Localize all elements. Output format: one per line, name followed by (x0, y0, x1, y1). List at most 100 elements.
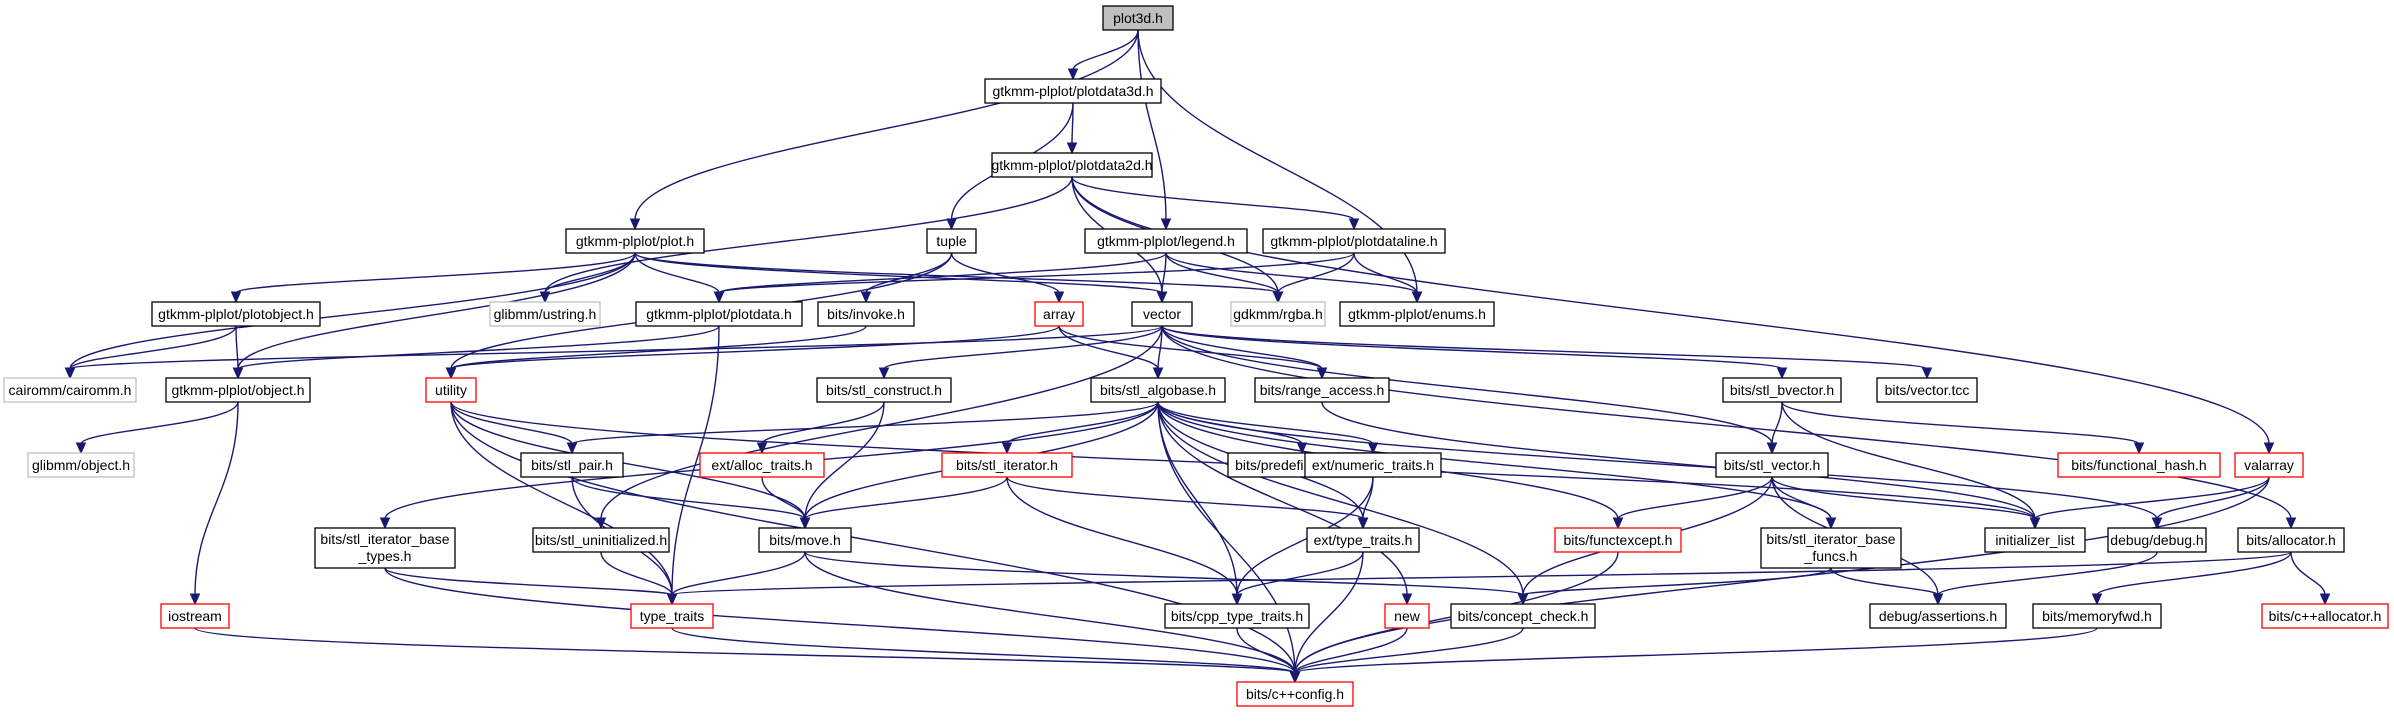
edge-line (1161, 325, 2292, 520)
node-plotdataline[interactable]: gtkmm-plplot/plotdataline.h (1262, 228, 1446, 254)
edge-arrowhead (379, 517, 391, 530)
node-label: bits/cpp_type_traits.h (1171, 608, 1303, 624)
edge-invoke-to-utility (445, 325, 867, 380)
node-enums[interactable]: gtkmm-plplot/enums.h (1339, 301, 1495, 327)
edge-arrowhead (666, 593, 678, 606)
edge-line (1058, 325, 1159, 370)
node-cpp_allocator[interactable]: bits/c++allocator.h (2261, 603, 2389, 629)
node-plotobject[interactable]: gtkmm-plplot/plotobject.h (151, 301, 321, 327)
node-valarray[interactable]: valarray (2234, 452, 2304, 478)
edge-arrowhead (566, 442, 578, 455)
node-rgba[interactable]: gdkmm/rgba.h (1230, 301, 1326, 327)
edge-stl_algobase-to-stl_iterator (1001, 401, 1159, 455)
node-type_traits_ext[interactable]: ext/type_traits.h (1306, 527, 1420, 553)
edge-concept_check-to-cxxconfig (1289, 627, 1524, 684)
node-alloc_traits[interactable]: ext/alloc_traits.h (699, 452, 825, 478)
node-utility[interactable]: utility (425, 377, 477, 403)
edge-line (235, 325, 239, 370)
node-plotdata[interactable]: gtkmm-plplot/plotdata.h (635, 301, 803, 327)
node-label: gtkmm-plplot/plotdataline.h (1270, 233, 1437, 249)
edge-valarray-to-debug_debug (2151, 476, 2270, 530)
edge-arrowhead (2133, 442, 2145, 455)
edge-vector-to-allocator (1161, 325, 2297, 530)
node-box (1760, 527, 1902, 569)
node-box (1554, 527, 1682, 553)
edge-plotdata2d-to-plotdataline (1071, 176, 1360, 231)
node-iostream[interactable]: iostream (160, 603, 230, 629)
node-box (758, 527, 852, 553)
node-assertions[interactable]: debug/assertions.h (1869, 603, 2007, 629)
node-stl_vector[interactable]: bits/stl_vector.h (1715, 452, 1829, 478)
node-label: bits/invoke.h (827, 306, 905, 322)
node-label: bits/range_access.h (1260, 382, 1385, 398)
edge-line (544, 252, 636, 294)
node-stl_iterator[interactable]: bits/stl_iterator.h (941, 452, 1073, 478)
node-range_access[interactable]: bits/range_access.h (1254, 377, 1390, 403)
edge-vector-to-stl_bvector (1161, 325, 1788, 380)
node-stl_bvector[interactable]: bits/stl_bvector.h (1722, 377, 1842, 403)
edge-line (1781, 401, 2036, 520)
edge-line (671, 325, 720, 596)
node-box (565, 228, 705, 254)
node-plot3d[interactable]: plot3d.h (1102, 5, 1174, 31)
node-ustring[interactable]: glibmm/ustring.h (489, 301, 601, 327)
node-cxxconfig[interactable]: bits/c++config.h (1236, 681, 1354, 707)
edge-numeric_traits-to-type_traits_ext (1357, 476, 1374, 530)
node-label: gdkmm/rgba.h (1233, 306, 1322, 322)
node-plotdata2d[interactable]: gtkmm-plplot/plotdata2d.h (991, 152, 1153, 178)
node-iter_base_funcs[interactable]: bits/stl_iterator_base_funcs.h (1760, 527, 1902, 569)
node-label: bits/stl_iterator_base_types.h (320, 531, 449, 564)
node-plotdata3d[interactable]: gtkmm-plplot/plotdata3d.h (984, 78, 1162, 104)
node-type_traits[interactable]: type_traits (630, 603, 714, 629)
edge-line (69, 325, 1163, 370)
node-allocator[interactable]: bits/allocator.h (2237, 527, 2345, 553)
node-numeric_traits[interactable]: ext/numeric_traits.h (1304, 452, 1442, 478)
edge-arrowhead (445, 367, 457, 380)
node-plot[interactable]: gtkmm-plplot/plot.h (565, 228, 705, 254)
node-vector_tcc[interactable]: bits/vector.tcc (1876, 377, 1978, 403)
node-cairomm[interactable]: cairomm/cairomm.h (3, 377, 137, 403)
edge-line (671, 627, 1296, 674)
node-array[interactable]: array (1034, 301, 1084, 327)
node-invoke[interactable]: bits/invoke.h (817, 301, 915, 327)
node-cpp_type_traits[interactable]: bits/cpp_type_traits.h (1164, 603, 1310, 629)
edge-arrowhead (799, 517, 811, 530)
node-memoryfwd[interactable]: bits/memoryfwd.h (2032, 603, 2162, 629)
node-stl_uninitialized[interactable]: bits/stl_uninitialized.h (532, 527, 670, 553)
node-move[interactable]: bits/move.h (758, 527, 852, 553)
node-legend[interactable]: gtkmm-plplot/legend.h (1084, 228, 1248, 254)
node-stl_pair[interactable]: bits/stl_pair.h (520, 452, 624, 478)
node-glib_object[interactable]: glibmm/object.h (27, 452, 135, 478)
edge-arrowhead (1921, 367, 1933, 380)
node-box (1450, 603, 1596, 629)
node-functional_hash[interactable]: bits/functional_hash.h (2057, 452, 2221, 478)
node-label: new (1394, 608, 1421, 624)
node-tuple[interactable]: tuple (926, 228, 977, 254)
edge-legend-to-vector (1156, 252, 1168, 304)
node-vector[interactable]: vector (1131, 301, 1193, 327)
node-iter_base_types[interactable]: bits/stl_iterator_base_types.h (314, 527, 456, 569)
node-label: gtkmm-plplot/plotobject.h (158, 306, 314, 322)
node-box (1131, 301, 1193, 327)
node-debug_debug[interactable]: debug/debug.h (2107, 527, 2207, 553)
edge-arrowhead (189, 593, 201, 606)
node-stl_algobase[interactable]: bits/stl_algobase.h (1090, 377, 1226, 403)
edge-legend-to-rgba (1165, 252, 1284, 304)
node-new[interactable]: new (1384, 603, 1430, 629)
node-stl_construct[interactable]: bits/stl_construct.h (816, 377, 952, 403)
edge-line (194, 627, 1296, 674)
node-concept_check[interactable]: bits/concept_check.h (1450, 603, 1596, 629)
node-initializer_list[interactable]: initializer_list (1984, 527, 2086, 553)
edge-line (450, 325, 1060, 370)
node-box (635, 301, 803, 327)
edge-line (1277, 252, 1355, 294)
node-label: bits/stl_construct.h (826, 382, 942, 398)
edge-line (1236, 476, 1374, 596)
edge-arrowhead (75, 442, 87, 455)
edge-line (1157, 401, 2158, 520)
node-functexcept[interactable]: bits/functexcept.h (1554, 527, 1682, 553)
node-box (926, 228, 977, 254)
node-label: gtkmm-plplot/object.h (171, 382, 304, 398)
edge-plot3d-to-plotdata3d (1067, 29, 1139, 81)
node-object[interactable]: gtkmm-plplot/object.h (165, 377, 311, 403)
